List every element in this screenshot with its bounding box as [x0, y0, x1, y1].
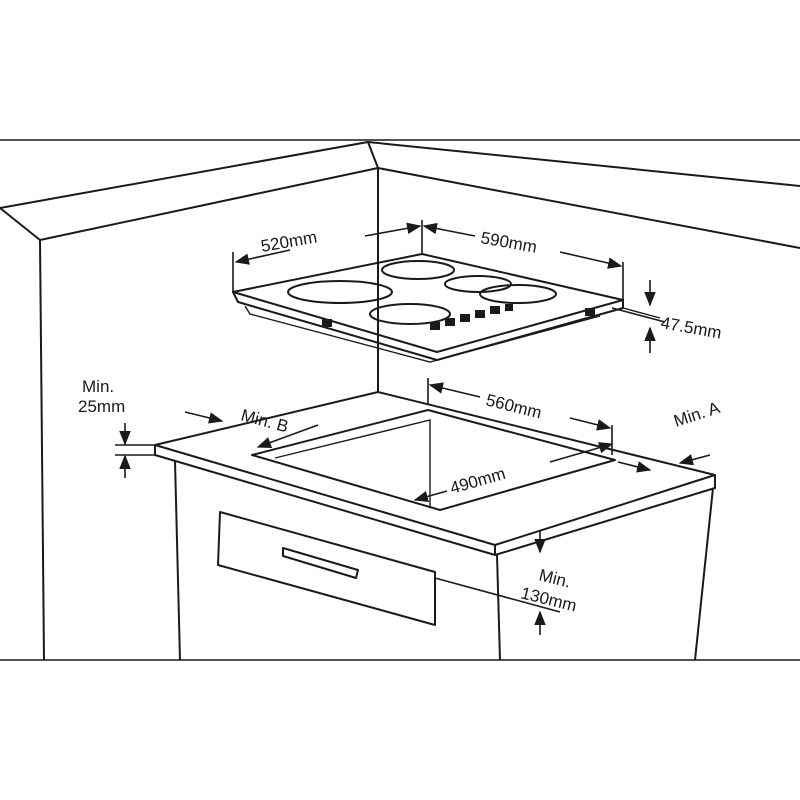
walls [0, 141, 800, 661]
control-knobs [322, 304, 595, 330]
burner-right [479, 284, 557, 304]
burner-back [381, 260, 455, 280]
hob [232, 253, 661, 363]
label-min-b: Min. B [239, 406, 290, 437]
dimension-lines [115, 220, 711, 635]
label-hob-height: 47.5mm [659, 313, 723, 342]
label-hob-depth: 520mm [259, 227, 318, 256]
label-cutout-width: 560mm [484, 390, 544, 422]
burner-right-back [444, 275, 512, 293]
label-min-top-2: 25mm [78, 397, 125, 416]
cabinet [174, 460, 714, 661]
label-min-a: Min. A [671, 398, 722, 431]
label-hob-width: 590mm [479, 228, 538, 257]
cutout [251, 409, 616, 511]
label-min-top-1: Min. [82, 377, 114, 396]
burner-front [369, 303, 451, 325]
label-min-bottom-2: 130mm [519, 583, 579, 615]
drawer-handle [282, 547, 359, 579]
worktop [154, 391, 716, 556]
burner-back-left [287, 280, 393, 304]
drawer [217, 511, 436, 626]
